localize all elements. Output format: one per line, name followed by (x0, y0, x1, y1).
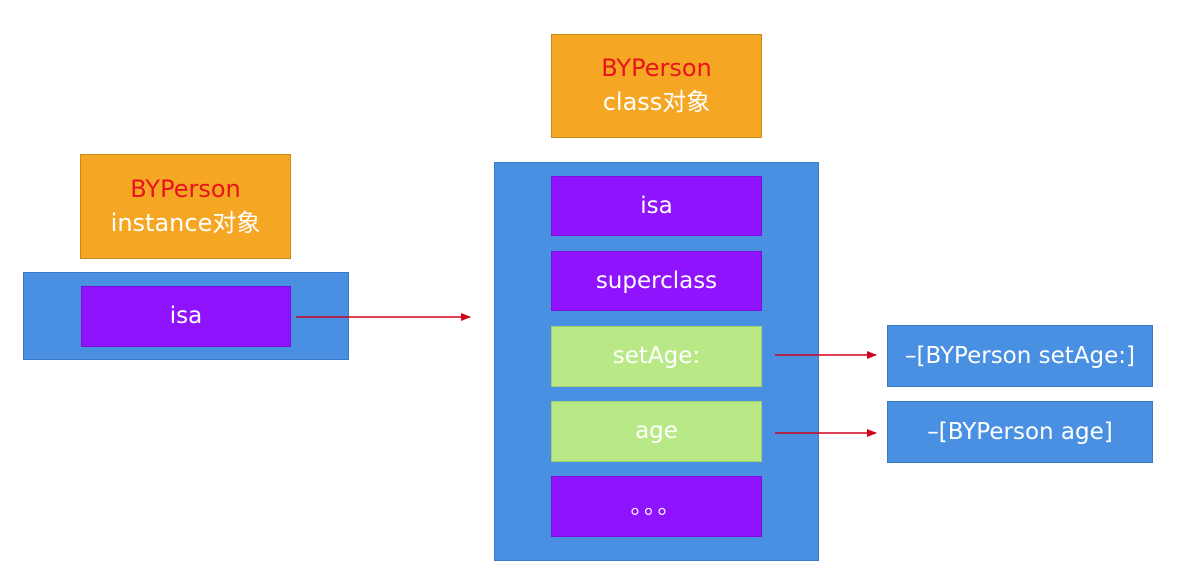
instance-class-name: BYPerson (130, 174, 241, 203)
setage-implementation-label: –[BYPerson setAge:] (905, 342, 1135, 369)
instance-object-label: instance对象 (110, 208, 261, 237)
instance-isa-field: isa (81, 286, 291, 347)
class-more-field: 。。。 (551, 476, 762, 537)
class-object-header: BYPerson class对象 (551, 34, 762, 138)
setage-implementation-box: –[BYPerson setAge:] (887, 325, 1153, 387)
class-superclass-label: superclass (595, 267, 718, 294)
method-age-label: age (635, 418, 678, 445)
instance-isa-label: isa (169, 303, 203, 330)
class-name: BYPerson (601, 54, 712, 83)
method-age-field: age (551, 401, 762, 462)
class-isa-label: isa (640, 192, 673, 219)
class-isa-field: isa (551, 176, 762, 236)
method-setage-field: setAge: (551, 326, 762, 387)
instance-object-header: BYPerson instance对象 (80, 154, 291, 259)
age-implementation-label: –[BYPerson age] (927, 418, 1113, 445)
age-implementation-box: –[BYPerson age] (887, 401, 1153, 463)
class-object-label: class对象 (602, 88, 711, 116)
class-superclass-field: superclass (551, 251, 762, 311)
method-setage-label: setAge: (612, 343, 701, 370)
class-more-label: 。。。 (630, 493, 683, 520)
